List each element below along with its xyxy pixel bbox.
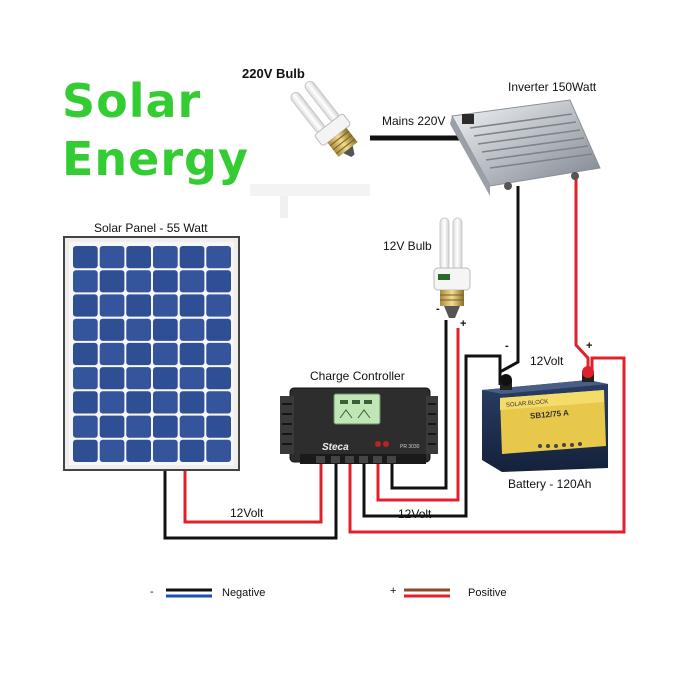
mains-label: Mains 220V — [382, 114, 446, 128]
battery-label: Battery - 120Ah — [508, 477, 592, 491]
solar-panel-icon — [63, 236, 240, 471]
solar-cell — [73, 318, 98, 341]
legend-positive-line — [404, 588, 450, 598]
solar-cell — [73, 294, 98, 317]
legend-negative-sign: - — [150, 586, 154, 598]
controller-brand: Steca — [322, 442, 349, 453]
battery-negative-wire — [362, 354, 502, 518]
reflection-shadow — [250, 184, 370, 196]
battery-positive-wire — [348, 356, 626, 534]
bulb-12v-label: 12V Bulb — [383, 239, 432, 253]
bulb-positive-sign: + — [460, 318, 467, 330]
solar-cell — [73, 270, 98, 293]
solar-cell — [179, 439, 205, 462]
solar-cell — [99, 415, 125, 438]
bulb-negative-sign: - — [436, 303, 440, 315]
solar-cell — [206, 342, 231, 366]
inverter-label: Inverter 150Watt — [508, 80, 597, 94]
solar-cell — [126, 270, 151, 293]
solar-cell — [73, 439, 98, 462]
legend-positive-label: Positive — [468, 587, 507, 599]
solar-cell — [179, 318, 205, 341]
bulb-positive-wire — [376, 328, 460, 502]
solar-cell — [179, 294, 205, 317]
solar-cell — [179, 415, 205, 438]
solar-cell — [179, 270, 205, 293]
solar-cell — [99, 318, 125, 341]
solar-cell — [99, 270, 125, 293]
controller-wire-voltage-label: 12Volt — [398, 507, 432, 521]
solar-cell — [206, 294, 231, 317]
solar-cell — [126, 318, 151, 341]
solar-cell — [153, 294, 178, 317]
solar-cell — [179, 391, 205, 414]
solar-cell — [73, 415, 98, 438]
bulb-negative-wire — [390, 320, 448, 490]
legend-negative-label: Negative — [222, 587, 266, 599]
solar-cell — [73, 367, 98, 390]
solar-cell — [73, 342, 98, 366]
battery-positive-sign: + — [586, 340, 593, 352]
battery-negative-sign: - — [505, 340, 509, 352]
inverter-positive-wire — [574, 178, 590, 385]
solar-cell — [206, 439, 231, 462]
battery-icon — [482, 366, 608, 472]
solar-cell — [126, 391, 151, 414]
solar-cell — [153, 439, 178, 462]
solar-cell — [153, 318, 178, 341]
legend-negative-line — [166, 588, 212, 598]
solar-panel-label: Solar Panel - 55 Watt — [94, 221, 208, 235]
solar-cell — [206, 367, 231, 390]
solar-cell — [206, 270, 231, 293]
solar-cell — [73, 391, 98, 414]
inverter-negative-wire — [498, 186, 520, 385]
solar-cell — [126, 415, 151, 438]
solar-cell — [99, 246, 125, 269]
inverter-icon — [450, 99, 601, 196]
solar-cell — [179, 246, 205, 269]
solar-cell — [99, 439, 125, 462]
solar-cell — [153, 367, 178, 390]
solar-cell — [206, 246, 231, 269]
solar-cell — [153, 342, 178, 366]
panel-negative-wire — [163, 462, 338, 540]
solar-cell — [153, 270, 178, 293]
solar-cell — [99, 391, 125, 414]
solar-cell — [179, 367, 205, 390]
panel-positive-wire — [183, 462, 323, 524]
solar-cell — [206, 415, 231, 438]
solar-cell — [179, 342, 205, 366]
svg-text:PR 3030: PR 3030 — [400, 444, 420, 450]
solar-cell — [99, 367, 125, 390]
solar-cell — [153, 415, 178, 438]
solar-cell — [206, 318, 231, 341]
solar-cell — [153, 391, 178, 414]
solar-cell — [126, 367, 151, 390]
solar-cell — [73, 246, 98, 269]
charge-controller-label: Charge Controller — [310, 369, 405, 383]
panel-wire-voltage-label: 12Volt — [230, 506, 264, 520]
solar-cell — [99, 294, 125, 317]
solar-cell — [126, 294, 151, 317]
bulb-220v-icon — [290, 80, 358, 158]
solar-cell — [153, 246, 178, 269]
bulb-220v-label: 220V Bulb — [242, 66, 305, 81]
legend-positive-sign: + — [390, 585, 397, 597]
solar-cell — [126, 246, 151, 269]
title-line-2: Energy — [62, 132, 249, 186]
solar-cell — [126, 439, 151, 462]
solar-cell — [126, 342, 151, 366]
title-line-1: Solar — [62, 74, 202, 128]
bulb-12v-icon — [433, 217, 471, 318]
battery-voltage-label: 12Volt — [530, 354, 564, 368]
charge-controller-icon: PR 3030 — [280, 387, 438, 464]
solar-cell — [99, 342, 125, 366]
solar-cell — [206, 391, 231, 414]
